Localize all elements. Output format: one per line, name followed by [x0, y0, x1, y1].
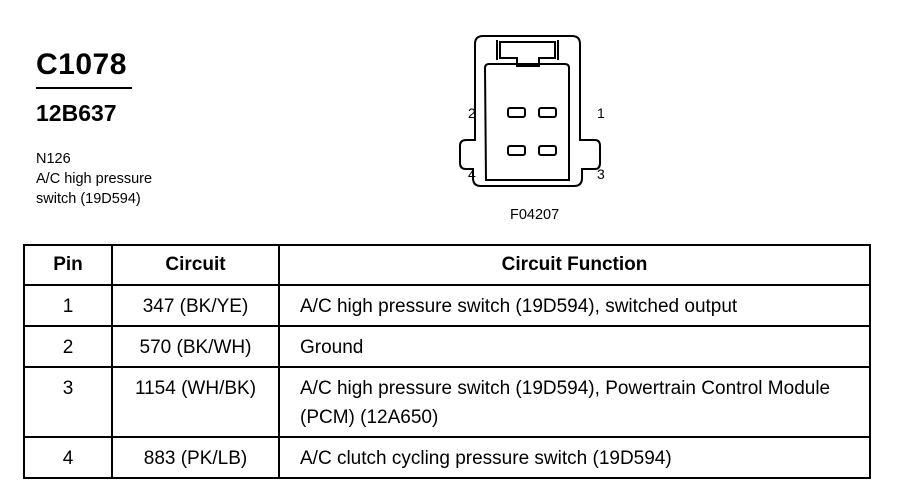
pin-cell: 1	[23, 284, 113, 327]
connector-face-diagram: 2 1 4 3	[459, 35, 605, 187]
pin-cell: 3	[23, 366, 113, 438]
figure-id: F04207	[510, 207, 560, 223]
connector-id-underline	[36, 87, 132, 89]
connector-housing-outline	[459, 35, 601, 187]
pin-label-3: 3	[597, 166, 605, 182]
column-header-pin: Pin	[23, 244, 113, 286]
circuit-cell: 347 (BK/YE)	[111, 284, 280, 327]
pin-cell: 2	[23, 325, 113, 368]
column-header-circuit: Circuit	[111, 244, 280, 286]
table-row: 2 570 (BK/WH) Ground	[23, 325, 871, 368]
description-line: A/C high pressure	[36, 171, 153, 187]
description-line: N126	[36, 151, 71, 167]
circuit-cell: 570 (BK/WH)	[111, 325, 280, 368]
terminal-pin-4	[507, 145, 526, 156]
table-row: 3 1154 (WH/BK) A/C high pressure switch …	[23, 366, 871, 438]
pin-label-4: 4	[468, 166, 476, 182]
pinout-table: Pin Circuit Circuit Function 1 347 (BK/Y…	[23, 244, 871, 479]
function-cell: A/C clutch cycling pressure switch (19D5…	[278, 436, 871, 479]
terminal-pin-1	[538, 107, 557, 118]
table-row: 4 883 (PK/LB) A/C clutch cycling pressur…	[23, 436, 871, 479]
table-header-row: Pin Circuit Circuit Function	[23, 244, 871, 286]
description-line: switch (19D594)	[36, 191, 141, 207]
column-header-function: Circuit Function	[278, 244, 871, 286]
pin-label-1: 1	[597, 105, 605, 121]
circuit-cell: 883 (PK/LB)	[111, 436, 280, 479]
connector-inner-outline	[483, 63, 570, 181]
connector-description: N126 A/C high pressure switch (19D594)	[36, 149, 152, 209]
terminal-pin-2	[507, 107, 526, 118]
function-cell: Ground	[278, 325, 871, 368]
function-cell: A/C high pressure switch (19D594), Power…	[278, 366, 871, 438]
terminal-pin-3	[538, 145, 557, 156]
table-row: 1 347 (BK/YE) A/C high pressure switch (…	[23, 284, 871, 327]
latch-tab	[499, 41, 556, 67]
circuit-cell: 1154 (WH/BK)	[111, 366, 280, 438]
pin-label-2: 2	[468, 105, 476, 121]
part-number: 12B637	[36, 100, 117, 126]
pin-cell: 4	[23, 436, 113, 479]
connector-id: C1078	[36, 48, 127, 81]
function-cell: A/C high pressure switch (19D594), switc…	[278, 284, 871, 327]
